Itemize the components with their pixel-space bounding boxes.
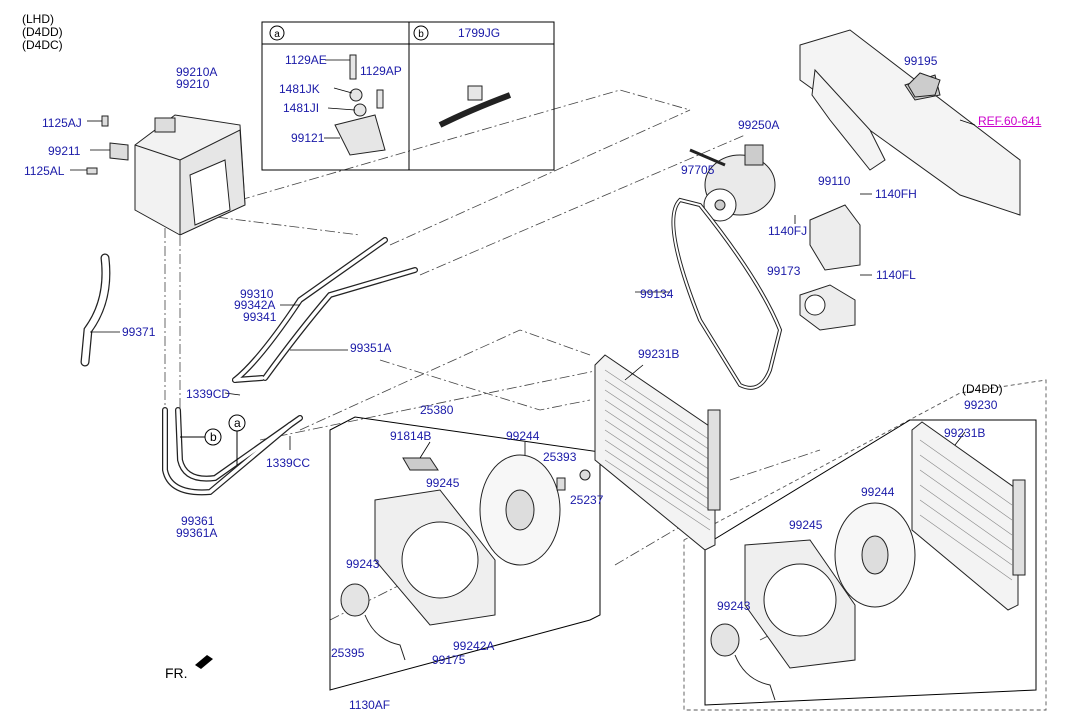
part-label-91814B: 91814B — [390, 429, 432, 443]
part-label-99351A: 99351A — [350, 341, 392, 355]
variant-lhd: (LHD) — [22, 12, 54, 26]
inset-box — [261, 21, 555, 171]
part-label-1129AP: 1129AP — [360, 64, 402, 78]
part-label-1129AE: 1129AE — [285, 53, 327, 67]
part-label-25237: 25237 — [570, 493, 604, 507]
grommet-99195 — [907, 72, 941, 98]
condenser-main — [594, 354, 721, 551]
part-label-99244: 99244 — [506, 429, 540, 443]
part-label-1140FJ: 1140FJ — [768, 224, 808, 238]
fan-blade-main — [479, 454, 561, 566]
front-arrow — [195, 655, 213, 669]
inset-a-parts — [334, 54, 386, 156]
part-label-99245: 99245 — [426, 476, 460, 490]
inset-b-marker: b — [418, 29, 424, 40]
tape-91814B — [402, 457, 439, 471]
fan-motor-main — [340, 583, 406, 661]
guide-lines — [164, 89, 861, 641]
part-label-99341: 99341 — [243, 310, 277, 324]
part-label-1339CD: 1339CD — [186, 387, 231, 401]
leader-lines — [70, 59, 976, 459]
part-label-99175: 99175 — [432, 653, 466, 667]
part-label-1140FL: 1140FL — [876, 268, 916, 282]
marker-b-label: b — [210, 430, 217, 444]
part-label-99110: 99110 — [818, 174, 851, 188]
compressor-bracket — [799, 204, 861, 331]
inset-a-marker: a — [274, 29, 280, 40]
inset-b-part-label: 1799JG — [458, 26, 501, 40]
ref-label[interactable]: REF.60-641 — [978, 114, 1042, 128]
inset-b-clip — [438, 85, 512, 128]
part-label-25395: 25395 — [331, 646, 365, 660]
front-label: FR. — [165, 665, 188, 681]
compressor — [703, 144, 776, 222]
part-label-99361A: 99361A — [176, 526, 218, 540]
fan-motor-d4dd — [710, 623, 776, 701]
variant-d4dd: (D4DD) — [22, 25, 63, 39]
part-label-99242A: 99242A — [453, 639, 495, 653]
part-label-97705: 97705 — [681, 163, 715, 177]
marker-a-label: a — [234, 416, 241, 430]
part-label-1125AL: 1125AL — [24, 164, 65, 178]
ac-pipes — [162, 237, 418, 496]
variant-d4dc: (D4DC) — [22, 38, 63, 52]
part-label-1140FH: 1140FH — [875, 187, 917, 201]
bolts-left — [86, 115, 129, 175]
part-label-99211: 99211 — [48, 144, 81, 158]
fan-shroud-d4dd — [744, 539, 856, 669]
part-label-99195: 99195 — [904, 54, 938, 68]
fan-shroud-main — [374, 489, 496, 626]
part-label-1481JI: 1481JI — [283, 101, 320, 115]
part-label-99371: 99371 — [122, 325, 156, 339]
bolt-97705 — [689, 148, 726, 167]
d4dd-label: (D4DD) — [962, 382, 1003, 396]
part-label-25380: 25380 — [420, 403, 454, 417]
d4dd-box — [683, 379, 1047, 711]
condenser-d4dd — [911, 421, 1026, 611]
part-label-99210A: 99210A — [176, 65, 218, 79]
part-label-1130AF: 1130AF — [349, 698, 391, 712]
part-label-99210: 99210 — [176, 77, 210, 91]
part-label-99245-d4dd: 99245 — [789, 518, 823, 532]
part-label-99231B-d4dd: 99231B — [944, 426, 986, 440]
part-label-1125AJ: 1125AJ — [42, 116, 82, 130]
part-label-1481JK: 1481JK — [279, 82, 320, 96]
part-label-99173: 99173 — [767, 264, 801, 278]
fan-blade-d4dd — [834, 502, 916, 608]
part-label-99250A: 99250A — [738, 118, 780, 132]
part-label-99121: 99121 — [291, 131, 325, 145]
cap-25237 — [579, 469, 591, 481]
part-label-99231B: 99231B — [638, 347, 680, 361]
part-label-25393: 25393 — [543, 450, 577, 464]
part-label-99230: 99230 — [964, 398, 998, 412]
resistor-25393 — [556, 477, 566, 491]
evaporator-unit — [134, 114, 246, 236]
part-label-99243: 99243 — [346, 557, 380, 571]
part-label-99243-d4dd: 99243 — [717, 599, 751, 613]
part-label-1339CC: 1339CC — [266, 456, 311, 470]
d4dd-inner-box — [704, 419, 1037, 706]
part-label-99342A: 99342A — [234, 298, 276, 312]
part-label-99134: 99134 — [640, 287, 674, 301]
part-label-99361: 99361 — [181, 514, 215, 528]
fan-shroud-box — [329, 416, 601, 691]
part-label-99310: 99310 — [240, 287, 274, 301]
part-label-99244-d4dd: 99244 — [861, 485, 895, 499]
